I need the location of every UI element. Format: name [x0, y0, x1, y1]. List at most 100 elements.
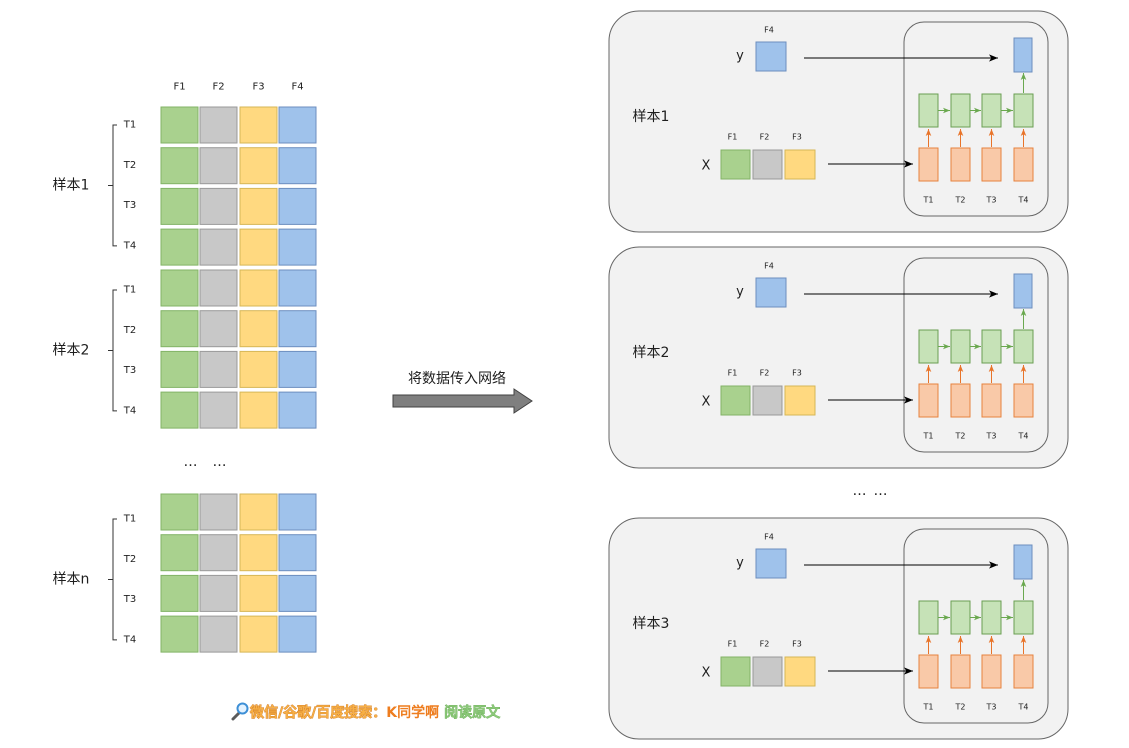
- timestep-label: T3: [986, 196, 997, 205]
- cell-f1: [160, 391, 199, 429]
- timestep-box: [950, 383, 971, 418]
- ellipsis: ……: [853, 483, 888, 499]
- input-feature-label: F1: [728, 369, 738, 378]
- timestep-label: T2: [955, 703, 966, 712]
- cell-f2: [199, 534, 238, 572]
- timestep-label: T3: [123, 200, 136, 211]
- cell-f4: [278, 391, 317, 429]
- cell-f4: [278, 350, 317, 388]
- cell-f1: [160, 350, 199, 388]
- timestep-box: [981, 147, 1002, 182]
- sample-brace: [108, 518, 117, 641]
- timestep-label: T2: [123, 325, 136, 336]
- transfer-label: 将数据传入网络: [408, 371, 506, 387]
- target-box: [755, 548, 787, 579]
- timestep-box: [981, 654, 1002, 689]
- cell-f4: [278, 147, 317, 185]
- sample-row: T4: [123, 228, 317, 266]
- timestep-label: T1: [923, 196, 934, 205]
- column-header-f4: F4: [291, 82, 303, 93]
- timestep-label: T2: [955, 432, 966, 441]
- timestep-label: T3: [986, 432, 997, 441]
- cell-f2: [199, 574, 238, 612]
- watermark-prefix: 微信/谷歌/百度搜索：: [249, 704, 386, 721]
- timestep-box: [918, 383, 939, 418]
- cell-f2: [199, 147, 238, 185]
- timestep-label: T1: [923, 703, 934, 712]
- timestep-box: [981, 383, 1002, 418]
- sample-row: T1: [123, 493, 317, 531]
- cell-f2: [199, 350, 238, 388]
- timestep-label: T1: [923, 432, 934, 441]
- cell-f4: [278, 310, 317, 348]
- sample-row: T4: [123, 615, 317, 653]
- cell-f1: [160, 310, 199, 348]
- cell-f1: [160, 493, 199, 531]
- target-feature-label: F4: [764, 262, 774, 271]
- timestep-label: T4: [1018, 432, 1029, 441]
- timestep-box: [950, 147, 971, 182]
- input-feature-label: F1: [728, 133, 738, 142]
- input-feature-label: F2: [760, 640, 770, 649]
- input-label: X: [702, 666, 711, 681]
- timestep-label: T4: [1018, 196, 1029, 205]
- column-header-f3: F3: [252, 82, 264, 93]
- search-icon: [231, 702, 249, 721]
- sample-label: 样本1: [53, 177, 90, 193]
- input-feature-box: [720, 656, 751, 687]
- target-label: y: [736, 285, 744, 300]
- input-feature-label: F1: [728, 640, 738, 649]
- cell-f3: [239, 147, 278, 185]
- sample-row: T1: [123, 269, 317, 307]
- cell-f3: [239, 310, 278, 348]
- cell-f4: [278, 106, 317, 144]
- output-box: [1013, 37, 1033, 73]
- cell-f3: [239, 534, 278, 572]
- sample-row: T2: [123, 534, 317, 572]
- panel-label: 样本3: [633, 616, 670, 632]
- timestep-label: T3: [123, 365, 136, 376]
- cell-f1: [160, 147, 199, 185]
- cell-f4: [278, 534, 317, 572]
- input-feature-label: F3: [792, 369, 802, 378]
- cell-f2: [199, 391, 238, 429]
- sample-row: T3: [123, 350, 317, 388]
- rnn-block: [903, 528, 1049, 724]
- timestep-box: [918, 147, 939, 182]
- cell-f1: [160, 106, 199, 144]
- sample-row: T4: [123, 391, 317, 429]
- panel-label: 样本2: [633, 345, 670, 361]
- cell-f1: [160, 534, 199, 572]
- timestep-label: T4: [123, 634, 136, 645]
- hidden-state-box: [1013, 329, 1034, 364]
- input-feature-box: [752, 656, 783, 687]
- cell-f2: [199, 310, 238, 348]
- rnn-block: [903, 21, 1049, 217]
- cell-f4: [278, 187, 317, 225]
- timestep-label: T4: [1018, 703, 1029, 712]
- cell-f1: [160, 615, 199, 653]
- search-icon-lens: [236, 702, 249, 715]
- transfer-arrow: [392, 388, 533, 414]
- sample-label: 样本n: [53, 571, 90, 587]
- cell-f3: [239, 615, 278, 653]
- cell-f2: [199, 615, 238, 653]
- hidden-state-box: [981, 329, 1002, 364]
- cell-f1: [160, 187, 199, 225]
- sample-brace: [108, 124, 117, 247]
- input-label: X: [702, 159, 711, 174]
- cell-f1: [160, 228, 199, 266]
- timestep-label: T4: [123, 240, 136, 251]
- watermark-link: 阅读原文: [444, 704, 501, 721]
- cell-f4: [278, 269, 317, 307]
- timestep-label: T2: [955, 196, 966, 205]
- cell-f1: [160, 269, 199, 307]
- input-feature-box: [720, 385, 751, 416]
- timestep-box: [950, 654, 971, 689]
- sample-row: T3: [123, 574, 317, 612]
- input-feature-box: [720, 149, 751, 180]
